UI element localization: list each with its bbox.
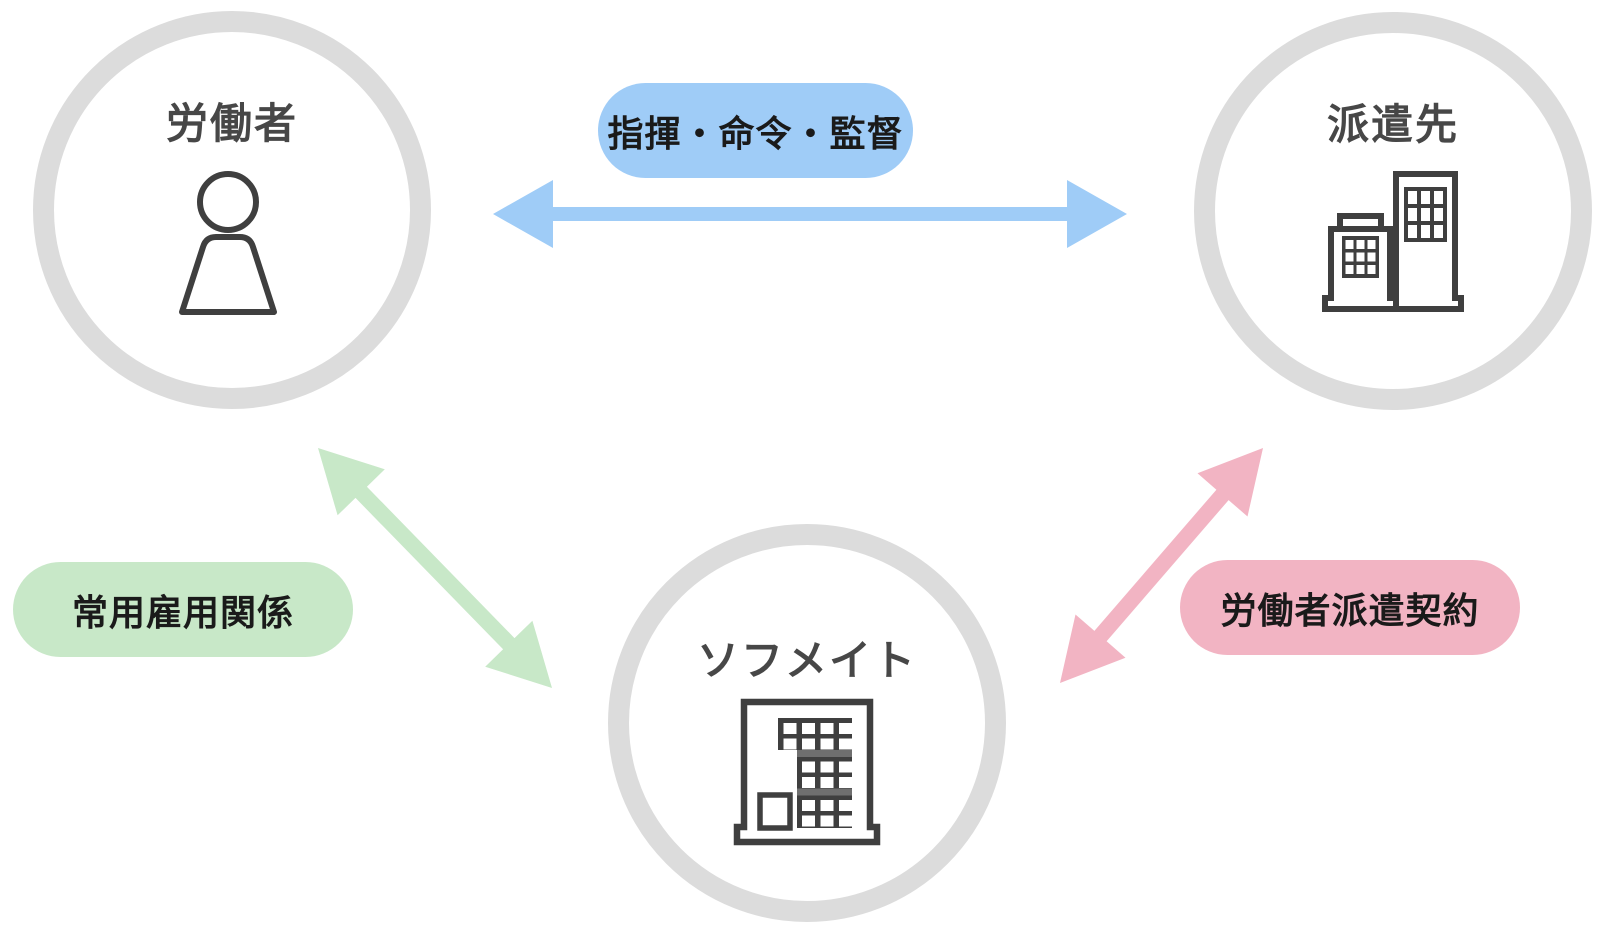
employment-relation-pill: 常用雇用関係 xyxy=(13,562,353,657)
command-relation-pill: 指揮・命令・監督 xyxy=(598,83,913,178)
client-label: 派遣先 xyxy=(1326,100,1459,149)
dispatch-relation-pill: 労働者派遣契約 xyxy=(1180,560,1520,655)
command-double-arrow-icon xyxy=(493,180,1127,248)
buildings-icon xyxy=(1322,171,1464,312)
worker-node: 労働者 xyxy=(33,11,431,409)
agency-label: ソフメイト xyxy=(696,636,917,685)
employment-double-arrow-icon xyxy=(318,448,552,688)
office-building-icon xyxy=(733,698,881,846)
person-icon xyxy=(179,171,277,315)
client-node: 派遣先 xyxy=(1194,12,1592,410)
agency-node: ソフメイト xyxy=(608,524,1006,922)
worker-label: 労働者 xyxy=(165,99,298,148)
